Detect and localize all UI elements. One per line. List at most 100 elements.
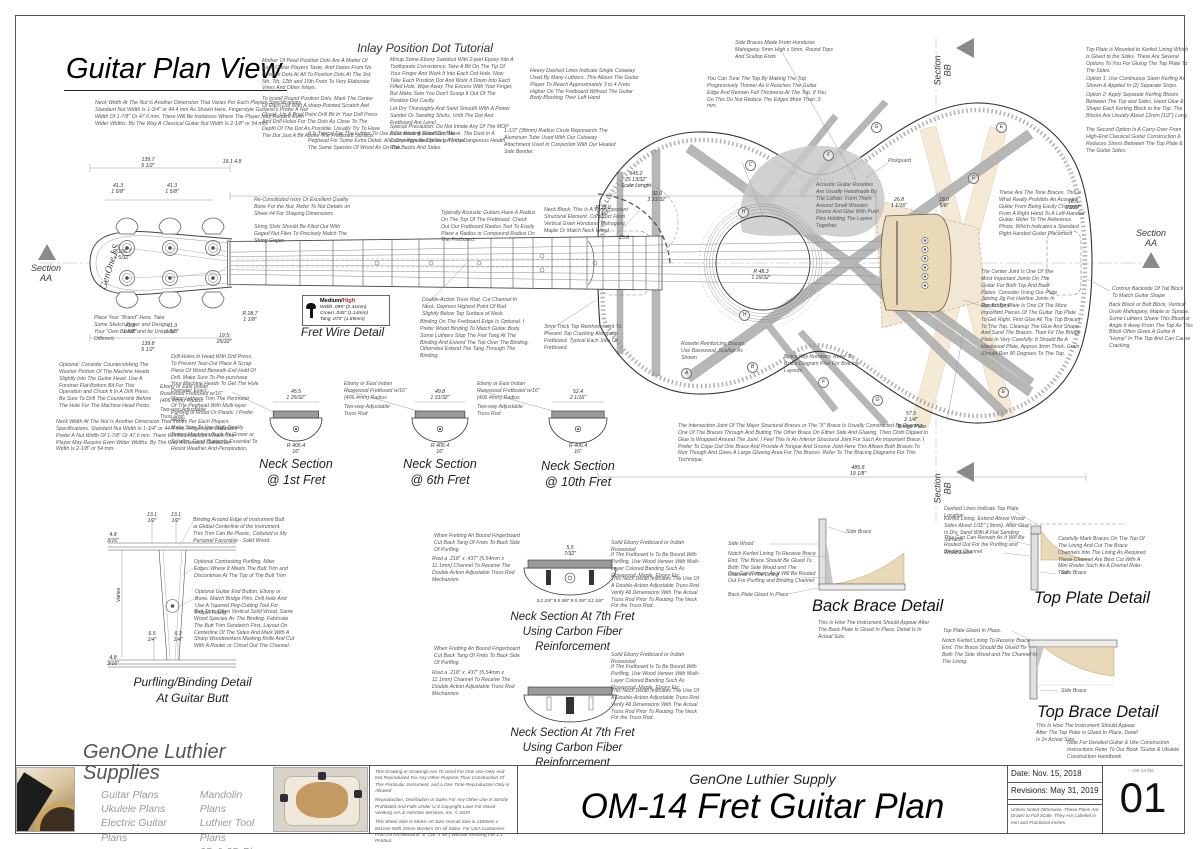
note-rosettes: Acoustic Guitar Rosettes Are Usually Han… bbox=[816, 182, 880, 230]
title-block-date-cell: Date: Nov. 15, 2018 Revisions: May 31, 2… bbox=[1008, 766, 1103, 833]
bb-plate-label: Back Plate Glued In Place bbox=[728, 592, 789, 598]
sf1-rout-note: Rout a .218" x .437" (5.54mm x 11.1mm) C… bbox=[432, 556, 515, 583]
bb-gap-note: Gap Can Remain As It Will Be Routed Out … bbox=[728, 571, 816, 584]
note-top-plate-mount: Top Plate is Mounted to Kerfed Lining Wh… bbox=[1086, 47, 1189, 74]
title-block-title-cell: GenOne Luthier Supply OM-14 Fret Guitar … bbox=[518, 766, 1008, 833]
ns2-fretboard-note: Ebony or East Indian Rosewood Fretboard … bbox=[344, 381, 407, 401]
ns3-fretboard-note: Ebony or East Indian Rosewood Fretboard … bbox=[477, 381, 540, 401]
note-kerfing-option1: Option 1: Use Continuous Sawn Kerfing As… bbox=[1086, 76, 1186, 89]
sf2-ebony-note: Solid Ebony Fretboard or Indian Rosewood bbox=[611, 652, 685, 665]
dim-purf-5: 6.3 1/4" bbox=[173, 631, 183, 643]
cutaway-radius-circle bbox=[601, 183, 679, 261]
tp-dashed-note: Dashed Lines Indicate Top Plate Location bbox=[944, 506, 1019, 519]
tp-kerfed-note: Kerfed Lining. Extend Above Wood Sides A… bbox=[944, 516, 1030, 543]
tutorial-p6: Special Precaution: Do Not Inhale Any Of… bbox=[390, 124, 509, 151]
dim-tuner-1: 41.3 1 5/8" bbox=[111, 183, 125, 195]
plan-title: OM-14 Fret Guitar Plan bbox=[580, 786, 945, 826]
note-kerfing-option3: The Second Option Is A Carry-Over From H… bbox=[1086, 127, 1183, 154]
company-name: GenOne Luthier Supply bbox=[689, 771, 836, 787]
dim-bridge-1: 26.8 1 1/16" bbox=[890, 197, 908, 209]
tp-wood-sides-label: Wood Sides bbox=[944, 550, 972, 556]
legal-paragraph-3: This Sheet Size Is Metric A0 Size Overal… bbox=[375, 819, 505, 844]
dim-bridge-2: 18.0 5/8" bbox=[938, 197, 950, 209]
title-block-number-cell: Om-14 fret 01 bbox=[1103, 766, 1183, 833]
dim-ns1: 45.5 1 25/32" bbox=[286, 389, 306, 401]
headstock: GenOne LS. bbox=[89, 217, 233, 309]
brace-key-f2: F bbox=[818, 377, 829, 388]
section-bb-top-label: Section BB bbox=[932, 55, 953, 86]
title-block: GenOne Luthier Supplies Guitar Plans Uku… bbox=[15, 742, 1183, 849]
x-brace-arm bbox=[684, 129, 1034, 383]
note-peghead-wood: It Is Typical For The Luthier To Use A C… bbox=[308, 131, 465, 151]
note-nut-width: Neck Width At The Nut Is Another Dimensi… bbox=[56, 419, 237, 453]
top-brace-detail-title: Top Brace Detail bbox=[1037, 703, 1159, 721]
tutorial-heading: Inlay Position Dot Tutorial bbox=[357, 41, 493, 55]
dim-purf-1: 13.1 1/2" bbox=[146, 512, 158, 524]
dim-soundhole-radius: R 48.3 1 29/32" bbox=[751, 269, 771, 281]
note-truss-rod: Double-Action Truss Rod. Cut Channel In … bbox=[422, 297, 518, 317]
note-drill-holes: Drill Holes In Head With Drill Press. To… bbox=[171, 354, 259, 395]
section-aa-right-arrow bbox=[1142, 252, 1160, 268]
page-title: Guitar Plan View bbox=[64, 53, 288, 91]
ns1-fretboard-note: Ebony or East Indian Rosewood Fretboard … bbox=[160, 384, 223, 404]
brand-name: GenOne Luthier Supplies bbox=[83, 741, 226, 785]
bb-notch-note: Notch Kerfed Lining To Receive Brace End… bbox=[728, 551, 816, 578]
photo-guitar-closeup bbox=[16, 767, 75, 832]
ns2-truss-note: Two-way Adjustable Truss Rod bbox=[344, 404, 390, 417]
brace-key-a: A bbox=[681, 368, 692, 379]
dim-tuner-4: 41.3 1 5/8" bbox=[165, 323, 179, 335]
dim-headstock-length-2: 139.8 5 1/2" bbox=[141, 341, 155, 353]
brace-key-e: E bbox=[996, 122, 1007, 133]
dim-body-length: 485.8 19 1/8" bbox=[849, 465, 867, 477]
section-bb-top-arrow bbox=[956, 38, 974, 58]
fret-wire-detail-title: Fret Wire Detail bbox=[300, 325, 385, 339]
cat-mandolin-plans: Mandolin Plans bbox=[199, 789, 243, 816]
top-plate-detail-title: Top Plate Detail bbox=[1034, 589, 1150, 607]
photo-guitar-mold bbox=[273, 767, 368, 832]
tb-notch-note: Notch Kerfed Lining To Receive Brace End… bbox=[942, 638, 1037, 665]
brace-key-f: F bbox=[823, 150, 834, 161]
note-bridge-plate: The Bridge Plate Is One Of The More Impo… bbox=[981, 303, 1081, 358]
dim-ns2-radius: R 406.4 16" bbox=[430, 443, 450, 455]
sf2-truss-note: This Neck Detail Indicates The Use Of A … bbox=[611, 688, 701, 722]
product-list-left: Guitar Plans Ukulele Plans Electric Guit… bbox=[101, 788, 180, 849]
top-plate-drawing bbox=[1003, 509, 1125, 591]
section-aa-right-label: Section AA bbox=[1135, 228, 1167, 249]
fretwire-crown: Crown .045" (1.14mm) bbox=[320, 310, 369, 316]
note-neck-block: Neck Block: This Is A Very Important Str… bbox=[544, 207, 628, 234]
note-side-braces: Side Braces Made From Honduras Mahogany.… bbox=[735, 40, 834, 60]
back-brace-detail-title: Back Brace Detail bbox=[812, 597, 944, 615]
note-top-reinforcement: 3mm Thick Top Reinforcement To Prevent T… bbox=[544, 324, 622, 351]
tp-gap-note: This Gap Can Remain As It Will Be Routed… bbox=[944, 535, 1025, 555]
ns3-truss-note: Two-way Adjustable Truss Rod bbox=[477, 404, 523, 417]
tutorial-p5: Let Dry Thoroughly And Sand Smooth With … bbox=[390, 106, 510, 126]
heel-cap bbox=[587, 240, 595, 286]
empty-row bbox=[1008, 800, 1102, 805]
dim-tail: 18.5 23/32" bbox=[1065, 199, 1081, 211]
label-pickguard: Pickguard bbox=[888, 158, 912, 164]
dim-ns2: 49.8 1 31/32" bbox=[430, 389, 450, 401]
purfling-detail-title: Purfling/Binding Detail At Guitar Butt bbox=[133, 675, 252, 705]
brace-key-b: B bbox=[747, 362, 758, 373]
position-dots bbox=[374, 253, 598, 273]
neck-section-1-title: Neck Section @ 1st Fret bbox=[259, 457, 333, 488]
purfling-endbutton-note: Optional Guitar End Button. Ebony or Bon… bbox=[195, 589, 287, 616]
section-markers bbox=[38, 38, 1160, 482]
truss-rod-channel bbox=[236, 258, 590, 268]
purfling-contrast-note: Optional Contrasting Purfling. Miter Edg… bbox=[194, 559, 288, 579]
fret-wire-icon bbox=[305, 302, 317, 320]
note-brace-key: Brace Key Numbers. Refer To Brace Diagra… bbox=[784, 354, 859, 374]
title-block-legal-cell: This Drawing or Drawings Are To Used For… bbox=[370, 766, 518, 843]
kerfed-lining bbox=[599, 107, 1088, 419]
dim-purf-varies: Varies bbox=[116, 587, 123, 603]
soundhole-rosette bbox=[698, 198, 828, 328]
tuner-buttons bbox=[115, 217, 225, 309]
note-tune-top: You Can Tune The Top By Making The Top P… bbox=[707, 76, 826, 110]
back-brace-drawing bbox=[770, 518, 906, 595]
section-aa-left-label: Section AA bbox=[30, 263, 62, 284]
brace-key-g: G bbox=[871, 122, 882, 133]
dim-92: 92.9 3 21/32" bbox=[647, 191, 667, 203]
sf2-fretting-note: When Fretting An Bound Fingerboard Cut B… bbox=[434, 646, 521, 666]
dimension-lines bbox=[89, 51, 1111, 660]
cat-electric-plans: Electric Guitar Plans bbox=[101, 817, 167, 844]
